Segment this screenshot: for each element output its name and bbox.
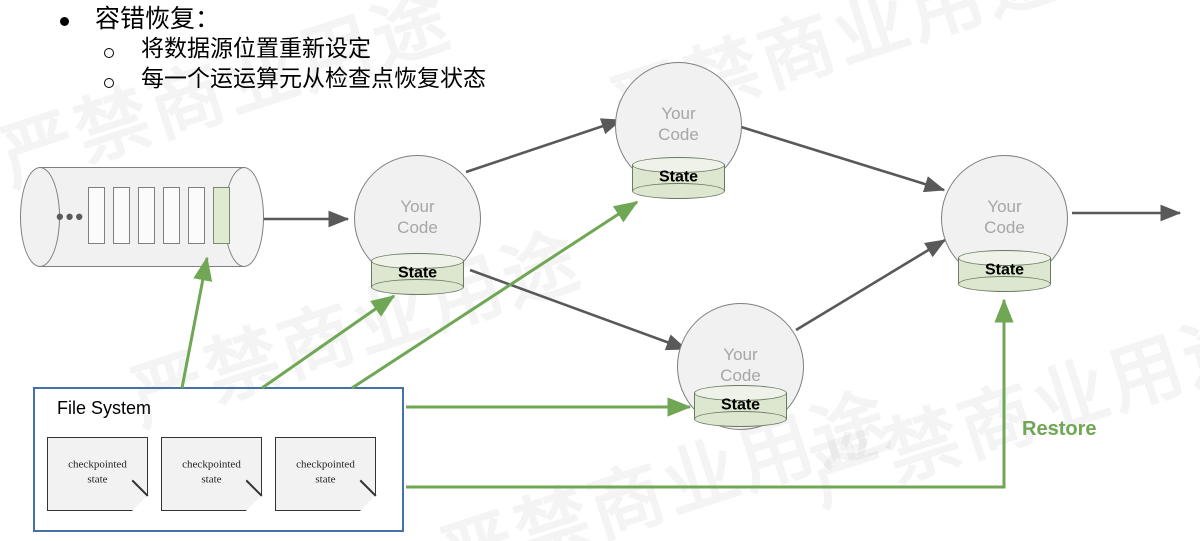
page-fold-icon [132, 495, 148, 511]
hollow-bullet-icon [104, 78, 114, 88]
state-top [694, 385, 787, 401]
source-record [188, 187, 205, 244]
state-store-node-3: State [694, 385, 787, 427]
source-record-current [213, 187, 230, 244]
restore-arrow-to-node2-state [351, 200, 639, 390]
state-store-node-1: State [371, 253, 464, 295]
checkpoint-document: checkpointed state [47, 437, 149, 511]
source-record [138, 187, 155, 244]
operator-node-4-code-label: Your Code [984, 197, 1025, 237]
page-fold-icon [246, 495, 262, 511]
arrow-node1-to-node3 [469, 268, 688, 351]
file-system-title: File System [57, 398, 152, 418]
state-label: State [720, 396, 761, 414]
state-store-node-2: State [632, 157, 725, 199]
state-label: State [984, 261, 1025, 279]
operator-node-3-code-label: Your Code [720, 345, 761, 385]
checkpoint-document: checkpointed state [275, 437, 377, 511]
state-top [371, 253, 464, 269]
restore-arrow-to-node4-state [406, 298, 1014, 489]
bullet-text: 将数据源位置重新设定 [141, 36, 371, 62]
state-top [632, 157, 725, 173]
operator-node-1-code-label: Your Code [397, 197, 438, 237]
checkpoint-document: checkpointed state [161, 437, 263, 511]
operator-node-2-code-label: Your Code [658, 104, 699, 144]
restore-arrow-to-node1-state [261, 294, 396, 390]
state-bottom [694, 411, 787, 427]
source-cap-left [20, 167, 60, 267]
state-store-node-4: State [958, 250, 1051, 292]
bullet-list: 容错恢复： 将数据源位置重新设定 每一个运运算元从检查点恢复状态 [0, 0, 620, 91]
bullet-text: 容错恢复： [95, 4, 221, 33]
bullet-item-0: 容错恢复： [0, 6, 620, 31]
source-record [113, 187, 130, 244]
page-fold-icon [360, 495, 376, 511]
state-bottom [371, 279, 464, 295]
state-label: State [397, 264, 438, 282]
state-label: State [658, 168, 699, 186]
checkpoint-document-label: checkpointed state [68, 458, 127, 486]
bullet-item-1: 将数据源位置重新设定 [0, 38, 620, 61]
state-bottom [958, 276, 1051, 292]
restore-arrow-to-source [180, 256, 213, 389]
arrow-node3-to-node4 [795, 238, 947, 332]
state-top [958, 250, 1051, 266]
arrow-node1-to-node2 [465, 118, 623, 174]
checkpoint-document-label: checkpointed state [182, 458, 241, 486]
solid-bullet-icon [60, 17, 69, 26]
bullet-text: 每一个运运算元从检查点恢复状态 [141, 66, 486, 92]
file-system-box [33, 387, 404, 532]
data-source-cylinder: ••• [20, 167, 264, 267]
source-record [163, 187, 180, 244]
restore-label: Restore [1022, 418, 1097, 440]
state-bottom [632, 183, 725, 199]
bullet-item-2: 每一个运运算元从检查点恢复状态 [0, 68, 620, 91]
source-record [88, 187, 105, 244]
checkpoint-document-label: checkpointed state [296, 458, 355, 486]
source-cap-right [224, 167, 264, 267]
arrow-node2-to-node4 [737, 124, 946, 193]
source-ellipsis: ••• [56, 204, 86, 229]
hollow-bullet-icon [104, 48, 114, 58]
